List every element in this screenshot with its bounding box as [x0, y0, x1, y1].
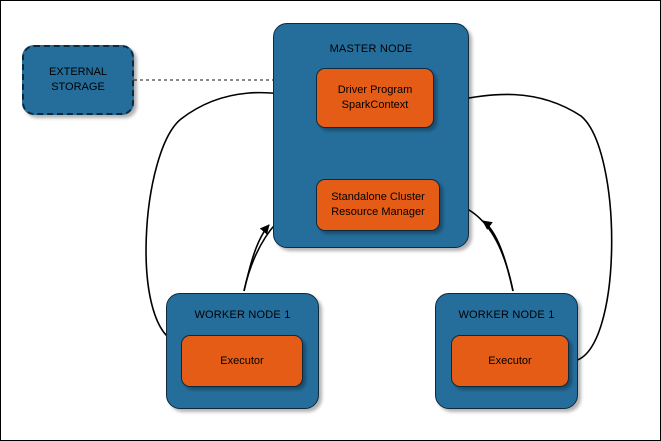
resource-manager-line1: Standalone Cluster	[331, 191, 425, 203]
driver-program-line2: SparkContext	[341, 99, 409, 111]
external-storage-label-line1: EXTERNAL	[48, 66, 108, 78]
worker-node-1-executor-label: Executor	[220, 354, 264, 367]
resource-manager-line2: Resource Manager	[331, 206, 425, 218]
external-storage-label-line2: STORAGE	[51, 81, 105, 93]
driver-program-box[interactable]: Driver Program SparkContext	[316, 68, 434, 128]
worker-node-1-title: WORKER NODE 1	[194, 309, 291, 321]
master-node-title: MASTER NODE	[329, 43, 413, 55]
resource-manager-label: Standalone Cluster Resource Manager	[331, 190, 425, 220]
worker-node-2-executor-label: Executor	[488, 354, 532, 367]
external-storage-label: EXTERNAL STORAGE	[24, 65, 132, 95]
external-storage-node[interactable]: EXTERNAL STORAGE	[22, 45, 134, 115]
resource-manager-box[interactable]: Standalone Cluster Resource Manager	[316, 179, 440, 231]
driver-program-line1: Driver Program	[337, 84, 413, 96]
edge-resource-manager-to-worker1	[243, 224, 270, 292]
worker-node-2-title: WORKER NODE 1	[458, 309, 555, 321]
driver-program-label: Driver Program SparkContext	[338, 83, 413, 113]
worker-node-2-executor[interactable]: Executor	[451, 335, 569, 387]
worker-node-1-executor[interactable]: Executor	[181, 335, 303, 387]
edge-resource-manager-to-worker2	[482, 220, 514, 292]
